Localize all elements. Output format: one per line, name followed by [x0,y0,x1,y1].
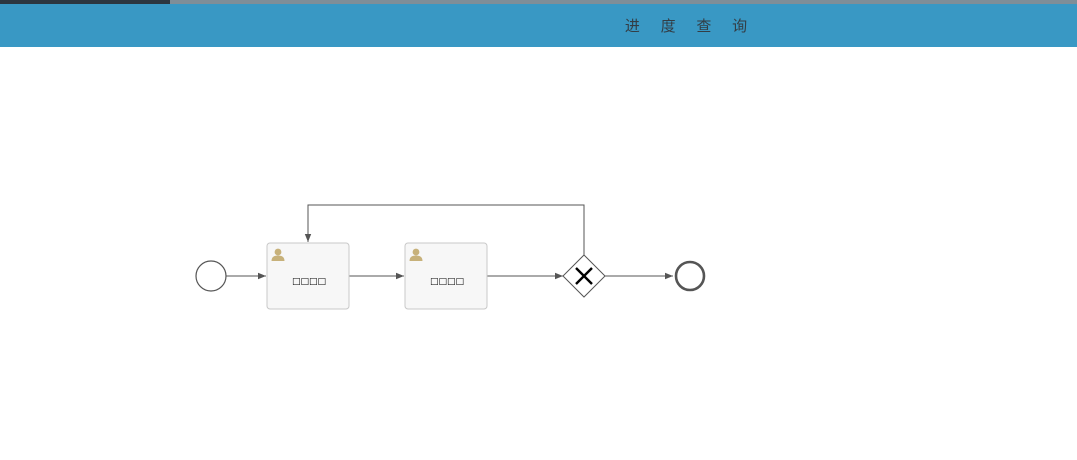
header-bar: 进 度 查 询 [0,4,1077,47]
top-strip-tab [0,0,170,4]
x-icon [575,267,593,285]
process-diagram-canvas: □□□□ □□□□ [0,47,1077,456]
top-strip [0,0,1077,4]
task-1[interactable]: □□□□ [266,242,350,310]
page-title: 进 度 查 询 [624,17,756,35]
end-event[interactable] [674,260,706,292]
user-icon [409,248,423,261]
flow-gateway-loop-back [304,204,585,255]
task-2-label: □□□□ [430,277,464,287]
user-icon [271,248,285,261]
task-2[interactable]: □□□□ [404,242,488,310]
process-diagram: □□□□ □□□□ [195,204,706,310]
task-1-label: □□□□ [292,277,326,287]
exclusive-gateway[interactable] [562,254,606,298]
start-event[interactable] [195,260,227,292]
